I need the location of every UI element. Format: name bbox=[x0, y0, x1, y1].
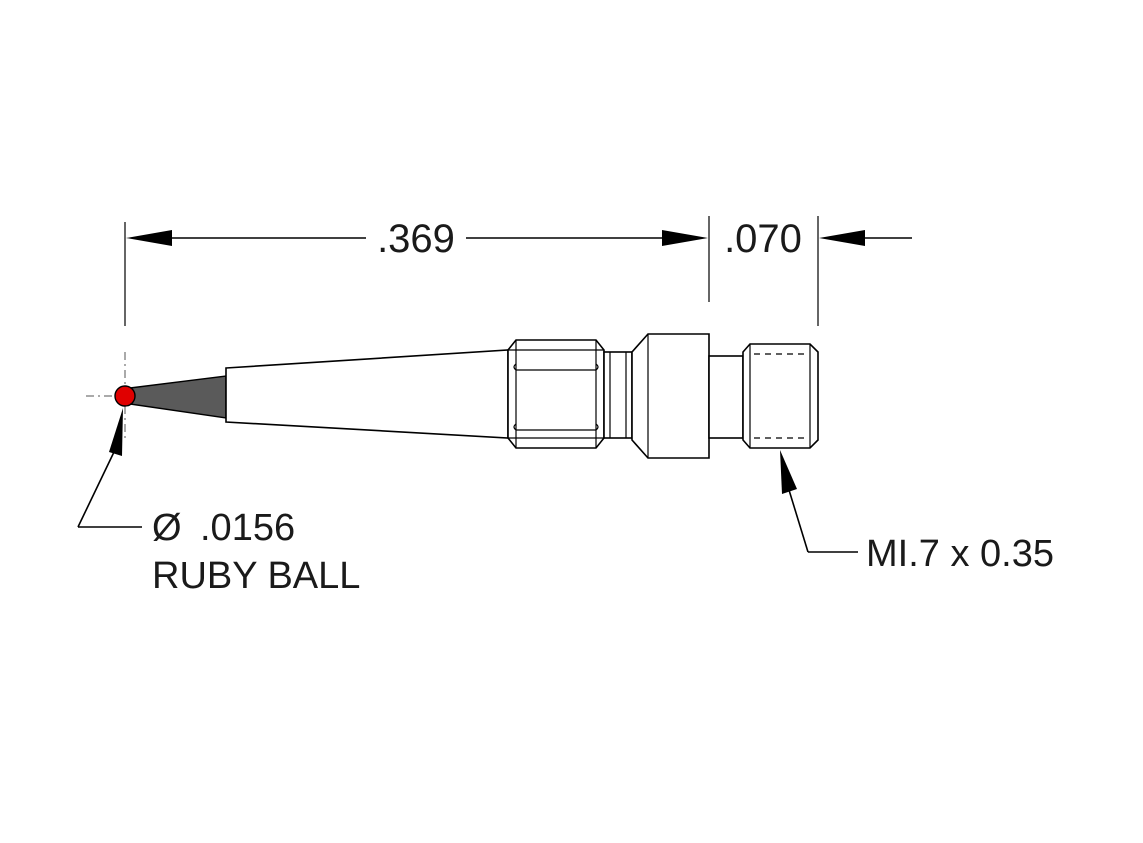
arrowhead-right bbox=[662, 230, 708, 246]
collar bbox=[631, 333, 710, 459]
thread-callout: MI.7 x 0.35 bbox=[780, 450, 1054, 575]
dimension-thread-length-label: .070 bbox=[724, 217, 802, 261]
stem-body bbox=[225, 349, 509, 439]
leader-thread-diagonal bbox=[788, 489, 809, 553]
leader-ball-diagonal bbox=[77, 451, 115, 528]
ruby-ball bbox=[114, 385, 136, 407]
arrowhead-ball bbox=[109, 408, 123, 456]
ball-diameter-label: .0156 bbox=[200, 507, 295, 549]
stem-taper bbox=[129, 375, 227, 419]
extension-lines bbox=[124, 216, 819, 326]
diameter-symbol: Ø bbox=[152, 507, 182, 549]
arrowhead-left bbox=[126, 230, 172, 246]
dimension-thread-length: .070 bbox=[724, 217, 912, 261]
dimension-overall-label: .369 bbox=[377, 217, 455, 261]
thread-shank bbox=[708, 355, 744, 439]
hex-nut bbox=[507, 339, 605, 449]
ball-material-label: RUBY BALL bbox=[152, 555, 360, 597]
thread-spec-label: MI.7 x 0.35 bbox=[866, 533, 1054, 575]
arrowhead-thread-callout bbox=[780, 450, 797, 494]
neck bbox=[603, 351, 633, 439]
thread-section bbox=[742, 343, 819, 449]
ball-callout: Ø .0156 RUBY BALL bbox=[77, 408, 360, 597]
dimension-overall: .369 bbox=[126, 217, 708, 261]
arrowhead-thread bbox=[819, 230, 865, 246]
